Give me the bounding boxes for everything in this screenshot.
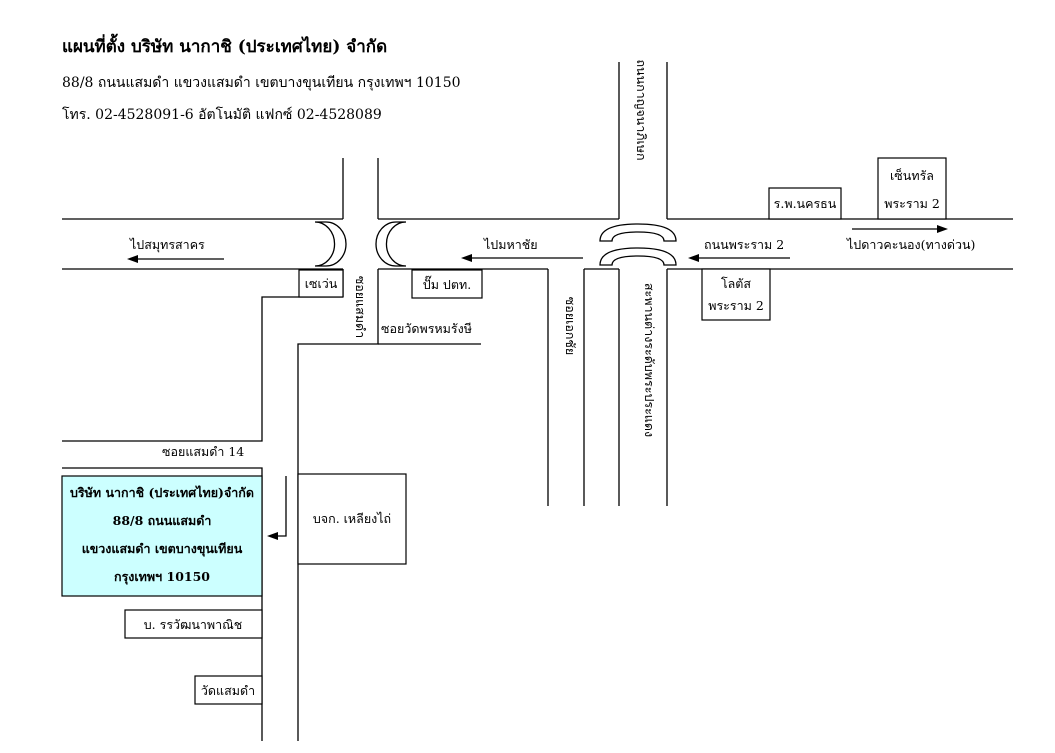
arrow-down-left-icon <box>267 476 287 540</box>
soi-14-label: ซอยแสมดำ 14 <box>162 444 244 459</box>
soi-ekachai-road <box>547 269 585 506</box>
lotus-rama2-landmark: โลตัส พระราม 2 <box>701 268 771 321</box>
svg-text:บริษัท นากาชิ (ประเทศไทย)จำกัด: บริษัท นากาชิ (ประเทศไทย)จำกัด <box>70 485 254 500</box>
to-dao-khanong-label: ไปดาวคะนอง(ทางด่วน) <box>846 237 975 252</box>
svg-text:เซเว่น: เซเว่น <box>305 276 338 291</box>
svg-text:พระราม 2: พระราม 2 <box>884 196 940 211</box>
ptt-station-landmark: ปั๊ม ปตท. <box>411 269 483 299</box>
kanchanaphisek-road <box>618 62 668 219</box>
svg-text:บ. รรวัฒนาพาณิช: บ. รรวัฒนาพาณิช <box>144 617 243 632</box>
svg-text:ปั๊ม ปตท.: ปั๊ม ปตท. <box>423 275 471 292</box>
hospital-landmark: ร.พ.นครธน <box>768 187 842 220</box>
svg-text:กรุงเทพฯ 10150: กรุงเทพฯ 10150 <box>114 569 210 585</box>
u-turn-left <box>314 221 347 267</box>
svg-text:ร.พ.นครธน: ร.พ.นครธน <box>774 196 837 211</box>
arrow-left-icon <box>461 254 583 262</box>
company-phone: โทร. 02-4528091-6 อัตโนมัติ แฟกซ์ 02-452… <box>62 106 382 123</box>
arrow-left-icon <box>127 255 224 263</box>
rawat-landmark: บ. รรวัฒนาพาณิช <box>124 609 263 639</box>
soi-wat-phrom-label: ซอยวัดพรหมรังษี <box>381 321 472 336</box>
arrow-left-icon <box>688 254 790 262</box>
soi-samaedam-top <box>342 158 379 219</box>
svg-text:แขวงแสมดำ เขตบางขุนเทียน: แขวงแสมดำ เขตบางขุนเทียน <box>82 541 243 557</box>
bridge-road <box>618 269 668 506</box>
rama2-label: ถนนพระราม 2 <box>704 237 784 252</box>
map-title: แผนที่ตั้ง บริษัท นากาชิ (ประเทศไทย) จำก… <box>62 33 387 57</box>
soi-ekachai-label: ซอยเอกชัย <box>563 297 578 355</box>
to-mahachai-label: ไปมหาชัย <box>483 237 538 252</box>
interchange-top <box>599 223 677 242</box>
svg-text:เซ็นทรัล: เซ็นทรัล <box>890 168 934 183</box>
bridge-label: สะพานต่างระดับพระประแดง <box>642 283 657 437</box>
seven-eleven-landmark: เซเว่น <box>298 269 344 298</box>
svg-text:88/8 ถนนแสมดำ: 88/8 ถนนแสมดำ <box>113 513 212 528</box>
address-clip <box>481 70 611 95</box>
central-rama2-landmark: เซ็นทรัล พระราม 2 <box>877 157 947 220</box>
u-turn-right <box>375 221 407 267</box>
svg-text:วัดแสมดำ: วัดแสมดำ <box>201 683 255 698</box>
svg-text:พระราม 2: พระราม 2 <box>708 298 764 313</box>
svg-text:โลตัส: โลตัส <box>721 276 751 291</box>
lhiengkai-landmark: บจก. เหลียงไถ่ <box>297 473 407 565</box>
wat-samaedam-landmark: วัดแสมดำ <box>194 675 263 705</box>
interchange-bottom <box>599 247 677 266</box>
arrow-right-icon <box>852 225 948 233</box>
svg-text:บจก. เหลียงไถ่: บจก. เหลียงไถ่ <box>313 511 391 526</box>
company-address: 88/8 ถนนแสมดำ แขวงแสมดำ เขตบางขุนเทียน ก… <box>62 75 461 91</box>
company-location-box: บริษัท นากาชิ (ประเทศไทย)จำกัด 88/8 ถนนแ… <box>61 475 263 597</box>
to-samut-sakhon-label: ไปสมุทรสาคร <box>129 237 205 253</box>
soi-samaedam-label: ซอยแสมดำ <box>353 276 368 338</box>
kanchanaphisek-label: ถนนกาญจนาภิเษก <box>634 59 649 160</box>
